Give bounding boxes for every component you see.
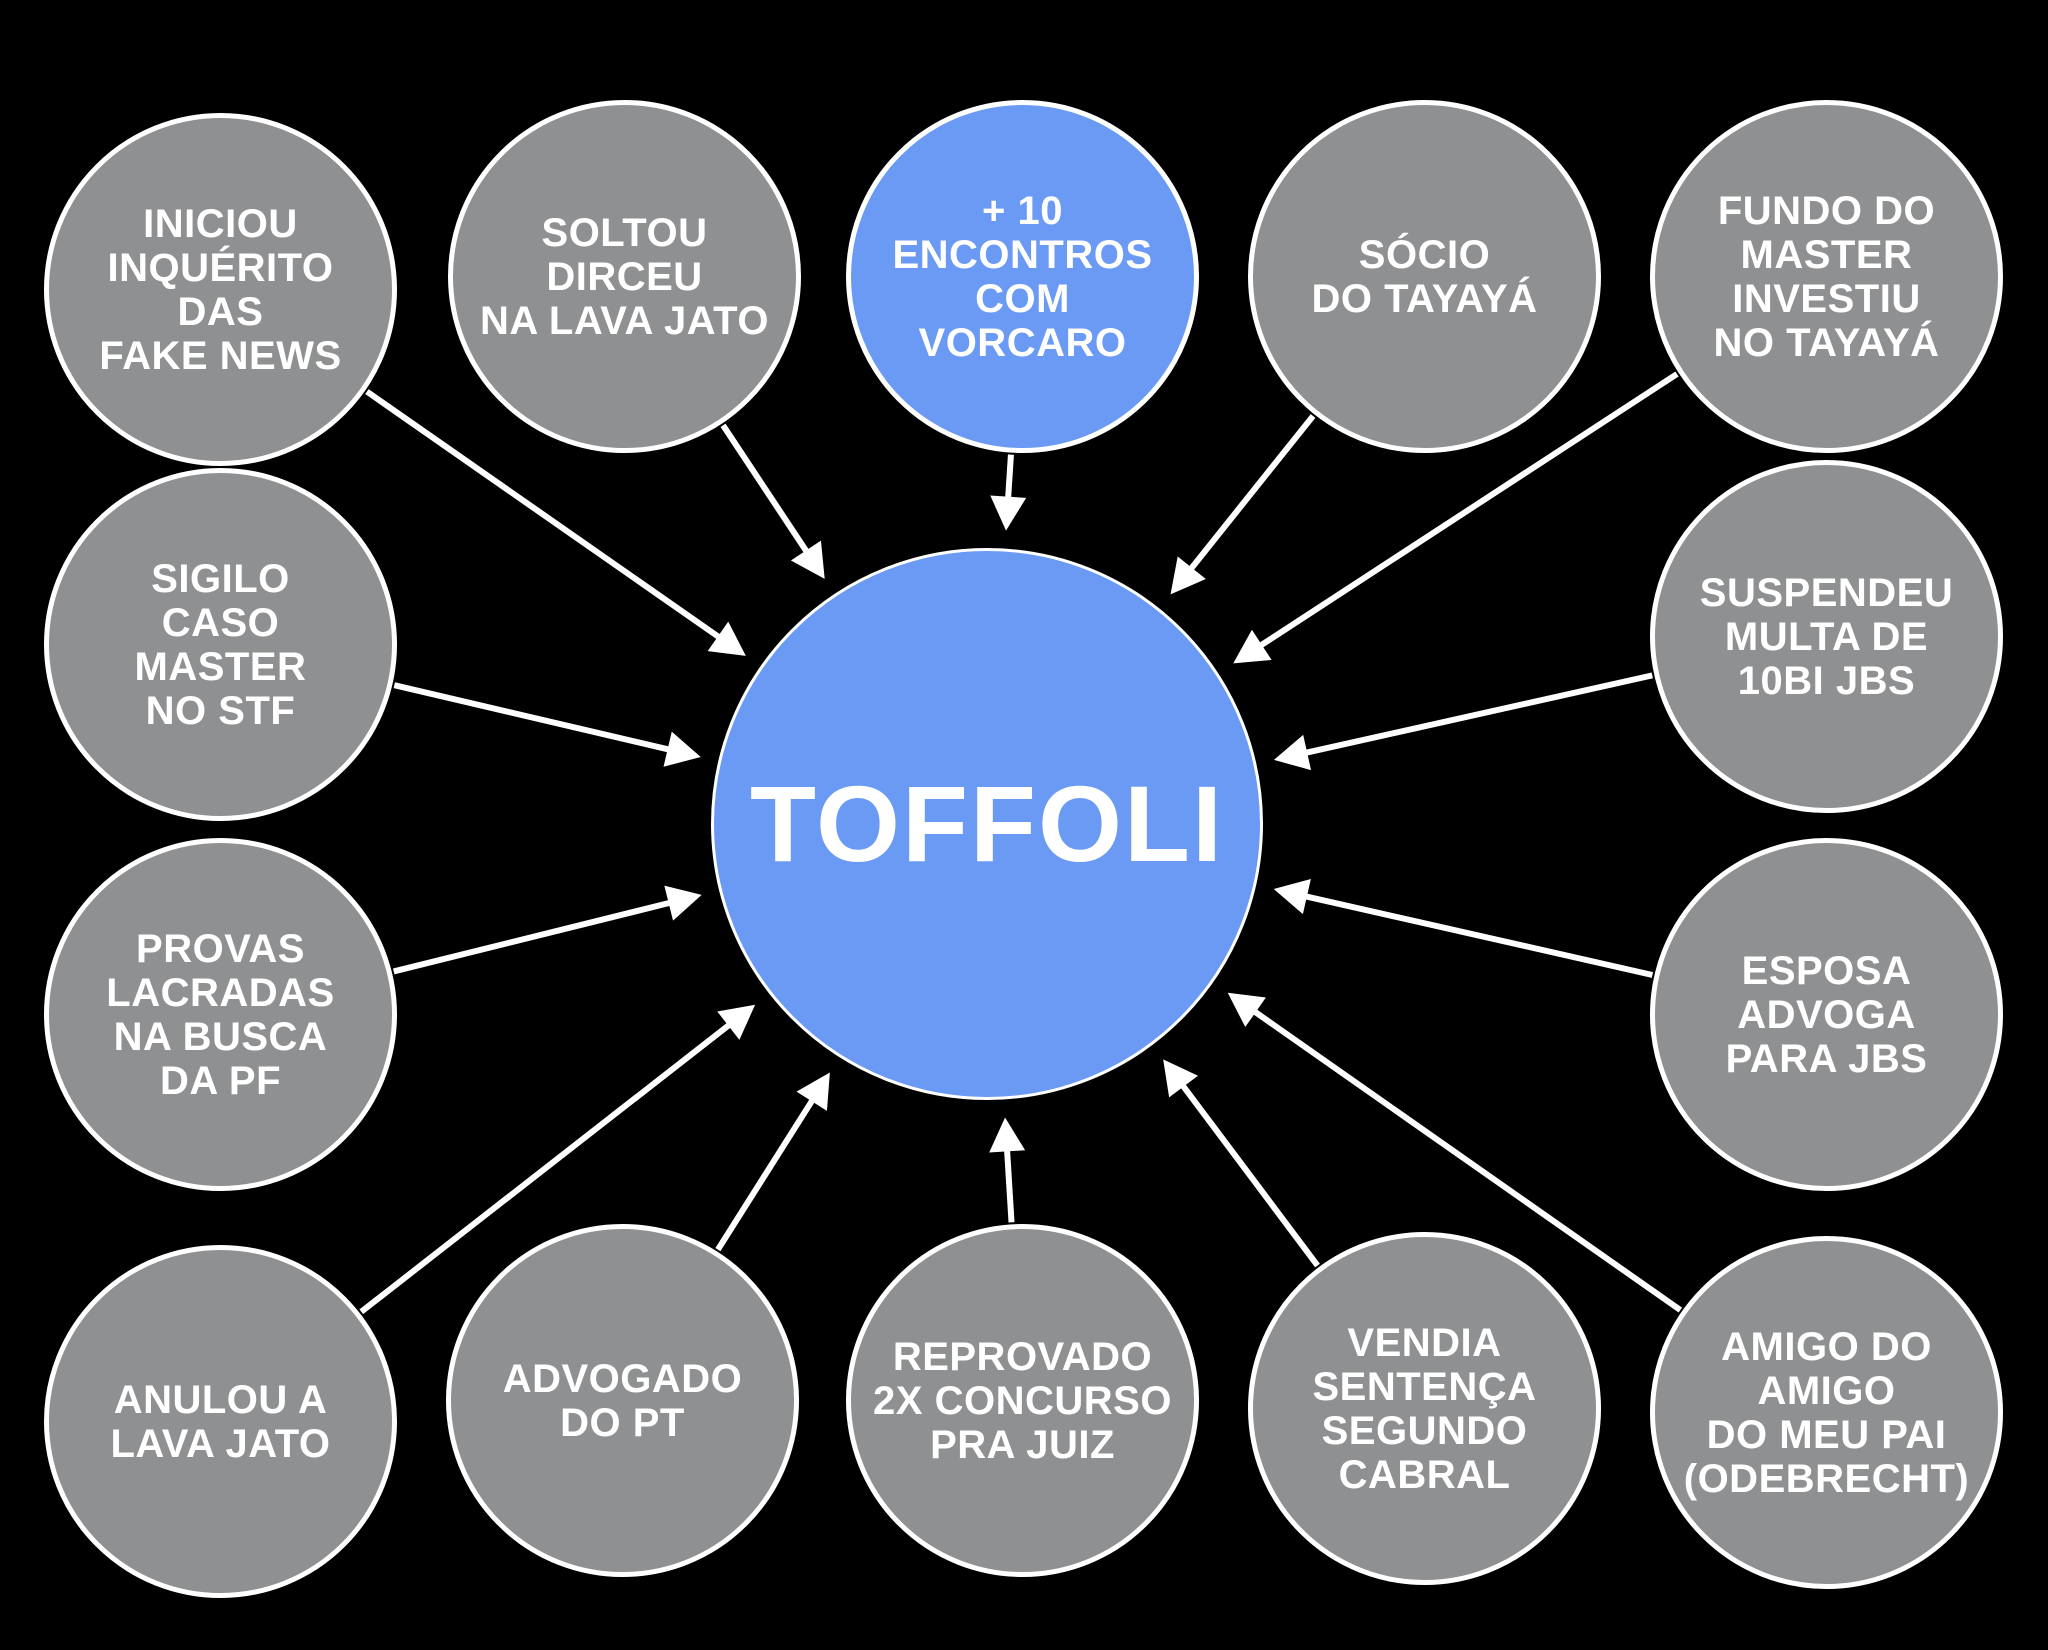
center-node: TOFFOLI: [711, 548, 1263, 1100]
arrowhead-icon: [990, 495, 1027, 531]
node-fundo-master: FUNDO DO MASTER INVESTIU NO TAYAYÁ: [1650, 100, 2003, 453]
connector-line: [1304, 893, 1654, 978]
arrowhead-icon: [790, 540, 825, 579]
connector-line: [1258, 371, 1679, 649]
connector-line: [393, 899, 672, 975]
connector-line: [393, 682, 671, 753]
node-esposa-jbs: ESPOSA ADVOGA PARA JBS: [1650, 838, 2003, 1191]
node-label: SOLTOU DIRCEU NA LAVA JATO: [480, 210, 769, 343]
arrowhead-icon: [717, 1004, 756, 1040]
connector-line: [1004, 1149, 1015, 1223]
connector-line: [1005, 454, 1014, 499]
node-label: ANULOU A LAVA JATO: [110, 1377, 331, 1466]
arrowhead-icon: [989, 1117, 1026, 1153]
connector-line: [1179, 1083, 1320, 1268]
node-label: FUNDO DO MASTER INVESTIU NO TAYAYÁ: [1713, 188, 1940, 365]
connector-line: [1304, 672, 1653, 756]
node-label: SIGILO CASO MASTER NO STF: [134, 556, 307, 733]
node-label: INICIOU INQUÉRITO DAS FAKE NEWS: [99, 201, 342, 378]
arrowhead-icon: [1273, 879, 1311, 915]
node-amigo-odebrecht: AMIGO DO AMIGO DO MEU PAI (ODEBRECHT): [1650, 1236, 2003, 1589]
arrowhead-icon: [664, 885, 702, 921]
arrowhead-icon: [796, 1072, 830, 1111]
arrowhead-icon: [663, 731, 701, 767]
node-reprovado-concurso: REPROVADO 2X CONCURSO PRA JUIZ: [846, 1224, 1199, 1577]
node-label: ADVOGADO DO PT: [502, 1356, 743, 1445]
connector-line: [720, 423, 810, 554]
node-sigilo-master: SIGILO CASO MASTER NO STF: [44, 468, 397, 821]
node-socio-tayaya: SÓCIO DO TAYAYÁ: [1248, 100, 1601, 453]
node-label: PROVAS LACRADAS NA BUSCA DA PF: [106, 926, 335, 1103]
connector-line: [359, 1022, 732, 1315]
node-inquerito-fake-news: INICIOU INQUÉRITO DAS FAKE NEWS: [44, 113, 397, 466]
node-label: ESPOSA ADVOGA PARA JBS: [1725, 948, 1928, 1081]
node-label: SUSPENDEU MULTA DE 10BI JBS: [1699, 570, 1954, 703]
node-soltou-dirceu: SOLTOU DIRCEU NA LAVA JATO: [448, 100, 801, 453]
connector-line: [1252, 1008, 1683, 1313]
arrowhead-icon: [707, 621, 746, 656]
connector-line: [715, 1097, 816, 1252]
node-provas-lacradas: PROVAS LACRADAS NA BUSCA DA PF: [44, 838, 397, 1191]
arrowhead-icon: [1163, 1059, 1198, 1098]
node-label: + 10 ENCONTROS COM VORCARO: [892, 188, 1153, 365]
node-vendia-sentenca: VENDIA SENTENÇA SEGUNDO CABRAL: [1248, 1232, 1601, 1585]
arrowhead-icon: [1227, 992, 1266, 1028]
arrowhead-icon: [1233, 629, 1272, 664]
node-suspendeu-multa: SUSPENDEU MULTA DE 10BI JBS: [1650, 460, 2003, 813]
node-label: SÓCIO DO TAYAYÁ: [1311, 232, 1538, 321]
arrowhead-icon: [1273, 734, 1312, 771]
connector-line: [365, 389, 722, 640]
node-advogado-pt: ADVOGADO DO PT: [446, 1224, 799, 1577]
arrowhead-icon: [1170, 556, 1206, 595]
node-label: AMIGO DO AMIGO DO MEU PAI (ODEBRECHT): [1683, 1324, 1970, 1501]
node-label: VENDIA SENTENÇA SEGUNDO CABRAL: [1312, 1320, 1537, 1497]
node-anulou-lava-jato: ANULOU A LAVA JATO: [44, 1245, 397, 1598]
center-label: TOFFOLI: [750, 763, 1224, 884]
node-encontros-vorcaro: + 10 ENCONTROS COM VORCARO: [846, 100, 1199, 453]
node-label: REPROVADO 2X CONCURSO PRA JUIZ: [873, 1334, 1172, 1467]
connector-line: [1188, 414, 1316, 572]
